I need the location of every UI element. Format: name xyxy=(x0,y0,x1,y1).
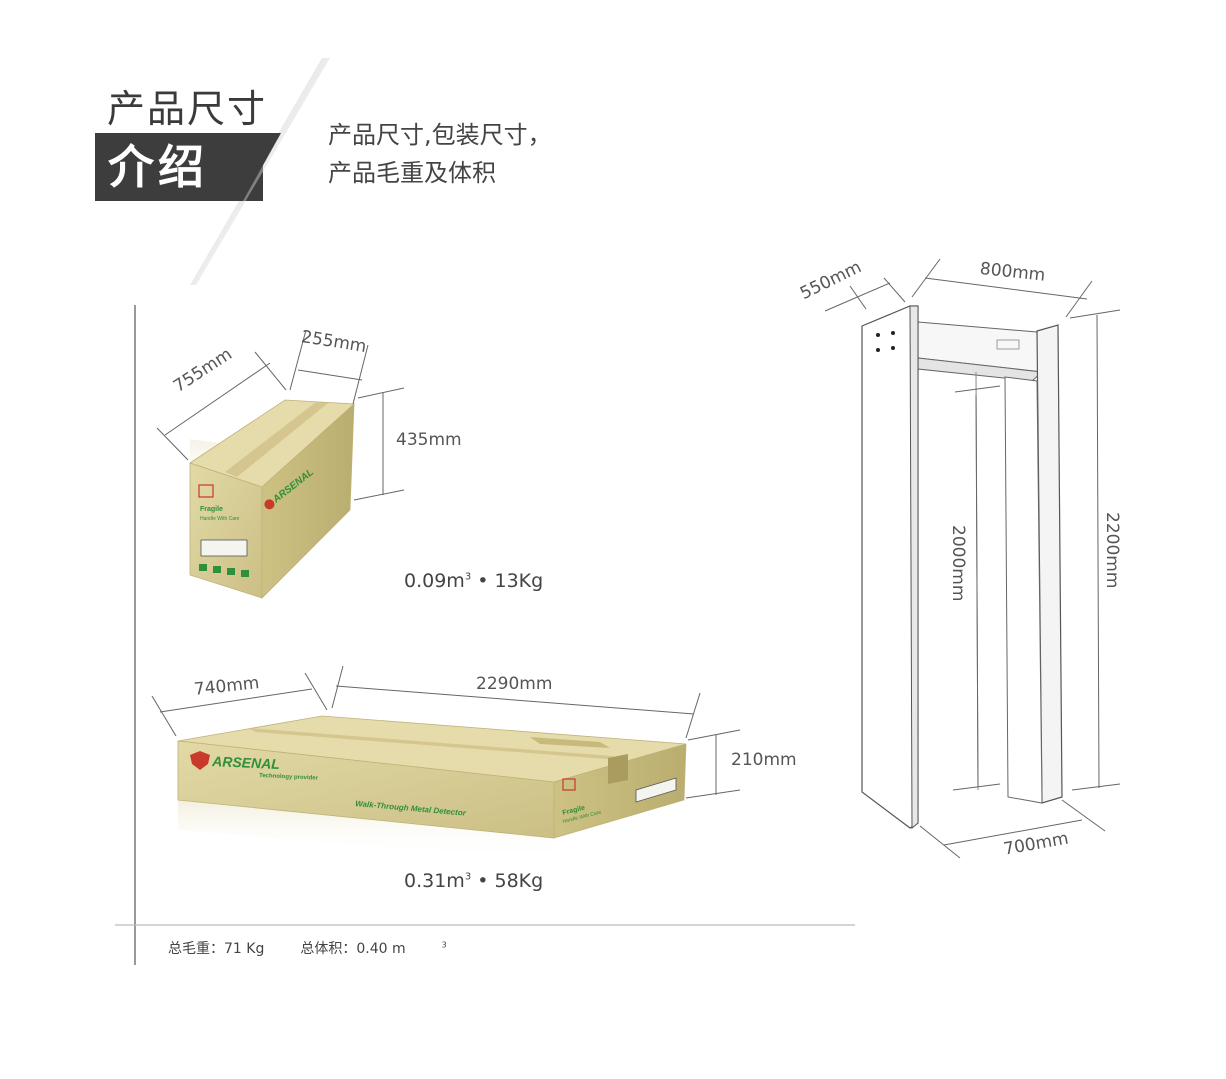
detector-panel-screws-icon xyxy=(876,331,895,352)
header-slash-decoration xyxy=(190,58,330,285)
small-box-barcode-label xyxy=(200,539,248,557)
small-box-handle-text: Handle With Care xyxy=(200,516,240,522)
detector-total-height-label: 2200mm xyxy=(1102,512,1122,589)
small-box-fragile-text: Fragile xyxy=(200,506,223,513)
footer-total-volume-text: 总体积：0.40 m xyxy=(300,941,406,957)
small-box-logo-icon xyxy=(264,499,275,510)
large-box-brand: ARSENAL xyxy=(211,753,280,772)
subtitle-line1: 产品尺寸,包装尺寸， xyxy=(328,121,552,149)
large-box-weight: 58Kg xyxy=(494,870,544,892)
large-box-shield-logo-icon xyxy=(190,751,210,770)
detector-display-panel xyxy=(996,339,1020,350)
subtitle: 产品尺寸,包装尺寸， 产品毛重及体积 xyxy=(328,116,552,192)
walkthrough-detector xyxy=(824,258,1121,859)
large-box-warning-icon xyxy=(562,778,576,791)
title-line1: 产品尺寸 xyxy=(107,87,268,131)
small-box: Fragile Handle With Care ARSENAL xyxy=(156,329,405,599)
small-box-volume-weight: 0.09m3 • 13Kg xyxy=(404,570,544,592)
large-box: ARSENAL Technology provider Walk-Through… xyxy=(151,665,741,860)
small-box-height-label: 435mm xyxy=(396,430,462,450)
large-box-height-label: 210mm xyxy=(731,750,797,770)
large-box-volume: 0.31m xyxy=(404,870,465,892)
small-box-symbol-icons xyxy=(199,564,249,577)
large-box-brand-sub: Technology provider xyxy=(259,773,319,782)
small-box-warning-icon xyxy=(198,484,214,498)
subtitle-line2: 产品毛重及体积 xyxy=(328,159,496,187)
large-box-barcode-label xyxy=(635,777,677,803)
small-box-volume: 0.09m xyxy=(404,570,465,592)
title-line2: 介绍 xyxy=(108,140,208,194)
large-box-length-label: 2290mm xyxy=(476,674,553,694)
footer-total-weight: 总毛重：71 Kg xyxy=(168,941,265,957)
large-box-volume-weight: 0.31m3 • 58Kg xyxy=(404,870,544,892)
guide-lines xyxy=(115,305,855,965)
small-box-weight: 13Kg xyxy=(494,570,544,592)
detector-inner-height-label: 2000mm xyxy=(948,525,968,602)
